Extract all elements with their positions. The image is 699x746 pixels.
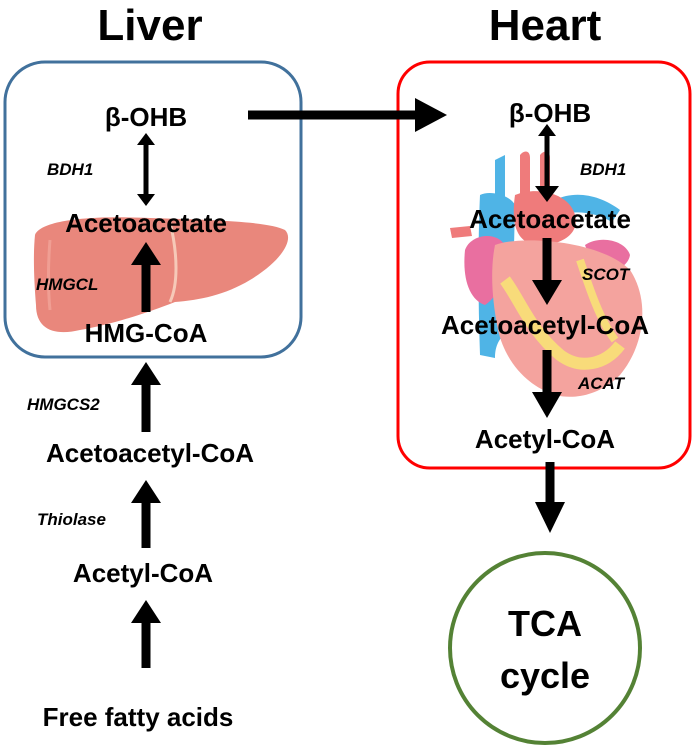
tca-cycle-circle bbox=[448, 551, 642, 745]
tca-label-line2: cycle bbox=[500, 655, 590, 696]
liver-metabolite-acetyl-coa: Acetyl-CoA bbox=[73, 558, 213, 588]
heart-enzyme-scot: SCOT bbox=[582, 265, 631, 284]
tca-label-line1: TCA bbox=[508, 603, 582, 644]
heart-metabolite-bohb: β-OHB bbox=[509, 98, 591, 128]
free-fatty-acids-label: Free fatty acids bbox=[43, 702, 234, 732]
heart-enzyme-acat: ACAT bbox=[577, 374, 626, 393]
liver-metabolite-hmg-coa: HMG-CoA bbox=[85, 318, 208, 348]
heart-arrows bbox=[532, 124, 565, 533]
heart-enzyme-bdh1: BDH1 bbox=[580, 160, 626, 179]
liver-enzyme-hmgcs2: HMGCS2 bbox=[27, 395, 100, 414]
liver-enzyme-hmgcl: HMGCL bbox=[36, 275, 98, 294]
heart-illustration bbox=[450, 151, 643, 397]
liver-box bbox=[3, 60, 303, 359]
liver-arrows bbox=[131, 133, 161, 668]
liver-metabolite-bohb: β-OHB bbox=[105, 102, 187, 132]
heart-box bbox=[396, 60, 692, 470]
liver-metabolite-acetoacetyl-coa: Acetoacetyl-CoA bbox=[46, 438, 254, 468]
liver-enzyme-thiolase: Thiolase bbox=[37, 510, 106, 529]
liver-enzyme-bdh1: BDH1 bbox=[47, 160, 93, 179]
liver-title: Liver bbox=[97, 1, 202, 50]
heart-title: Heart bbox=[489, 1, 602, 50]
heart-metabolite-acetoacetate: Acetoacetate bbox=[469, 204, 631, 234]
heart-metabolite-acetoacetyl-coa: Acetoacetyl-CoA bbox=[441, 310, 649, 340]
liver-illustration bbox=[33, 217, 289, 333]
heart-metabolite-acetyl-coa: Acetyl-CoA bbox=[475, 424, 615, 454]
liver-metabolite-acetoacetate: Acetoacetate bbox=[65, 208, 227, 238]
